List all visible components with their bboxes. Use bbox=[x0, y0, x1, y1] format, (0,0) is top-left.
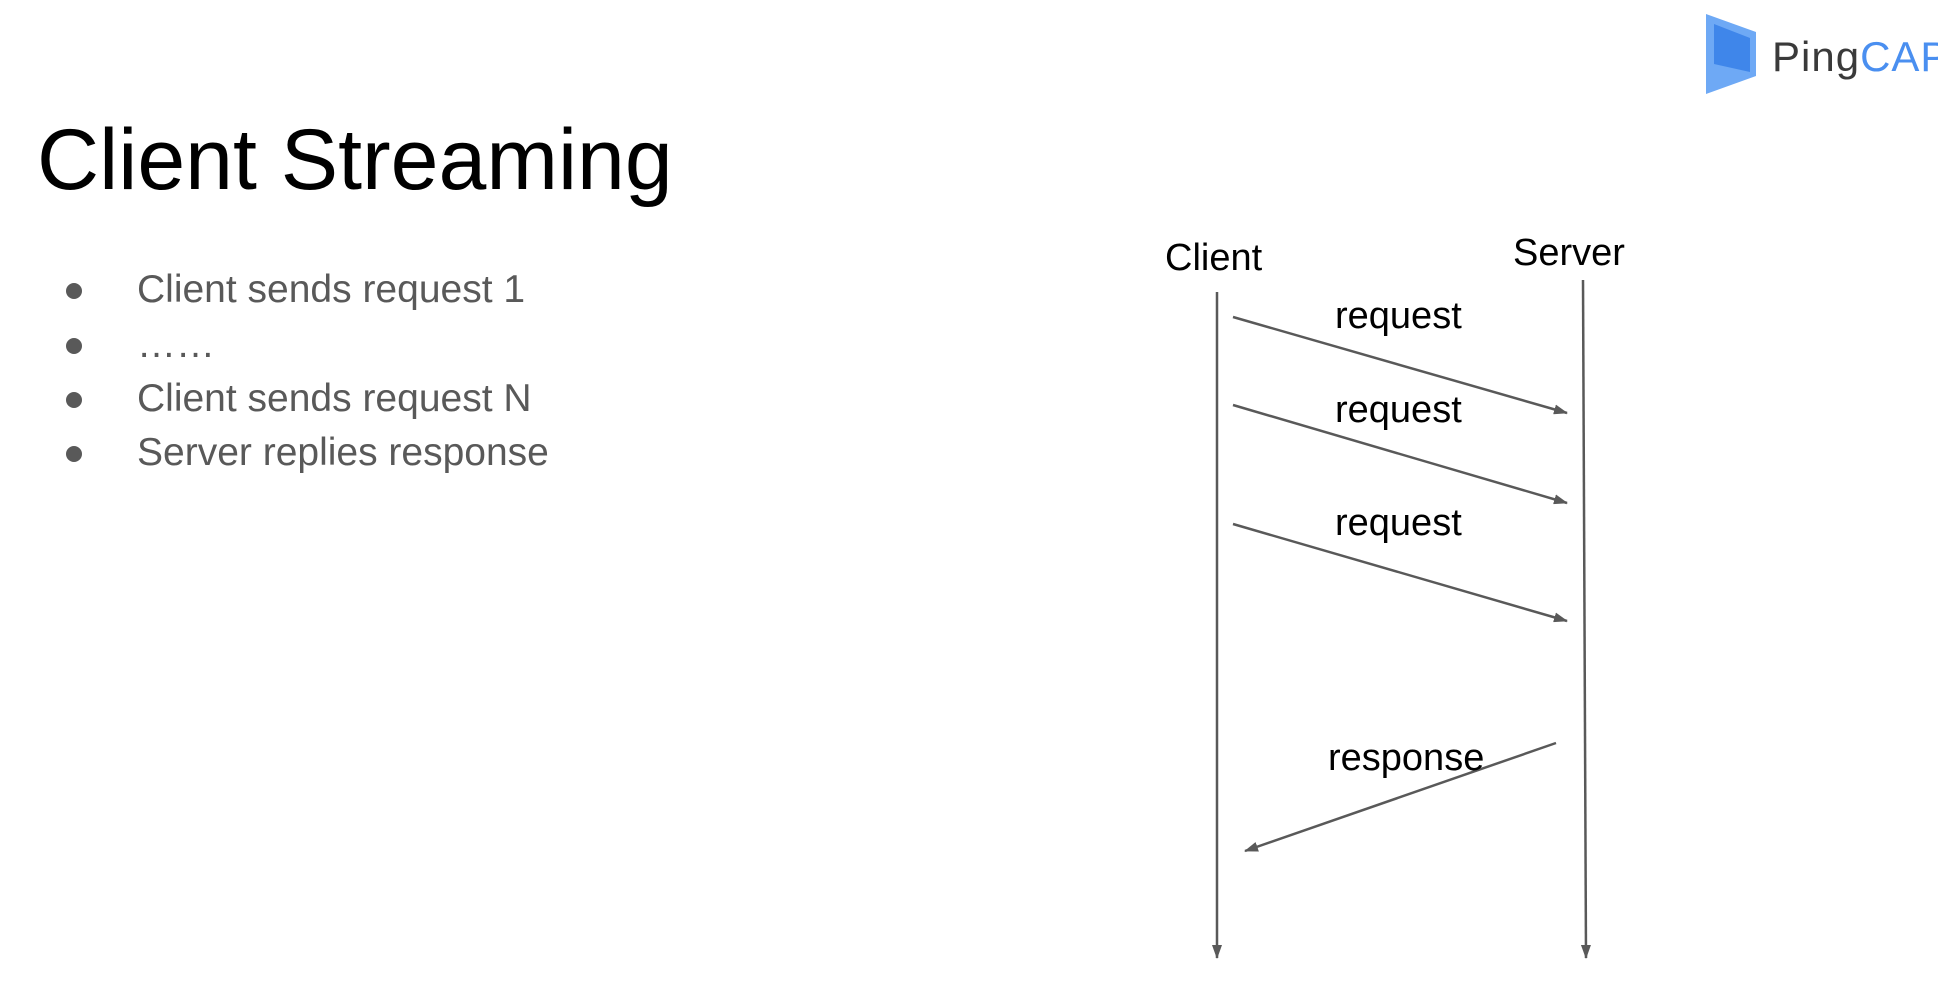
slide-title: Client Streaming bbox=[37, 112, 673, 208]
logo-text: PingCAP bbox=[1772, 32, 1938, 82]
request-arrow bbox=[1232, 403, 1568, 505]
logo-mark-icon bbox=[1706, 14, 1756, 94]
request-arrow bbox=[1232, 522, 1568, 623]
bullet-item: Server replies response bbox=[0, 428, 700, 478]
pingcap-logo: PingCAP bbox=[1700, 14, 1938, 96]
bullet-dot bbox=[66, 283, 82, 299]
bullet-item: Client sends request N bbox=[0, 374, 700, 424]
server-label: Server bbox=[1513, 232, 1625, 274]
bullet-text: …… bbox=[137, 323, 215, 366]
bullet-item: …… bbox=[0, 320, 700, 370]
bullet-text: Server replies response bbox=[137, 431, 549, 474]
message-label: request bbox=[1335, 502, 1462, 544]
logo-text-ping: Ping bbox=[1772, 33, 1861, 80]
bullet-text: Client sends request 1 bbox=[137, 268, 526, 311]
bullet-dot bbox=[66, 392, 82, 408]
logo-text-cap: CAP bbox=[1860, 33, 1938, 80]
bullet-dot bbox=[66, 338, 82, 354]
bullet-dot bbox=[66, 446, 82, 462]
response-arrow bbox=[1244, 741, 1557, 853]
message-label: response bbox=[1328, 737, 1484, 779]
bullet-text: Client sends request N bbox=[137, 377, 532, 420]
message-label: request bbox=[1335, 295, 1462, 337]
server-lifeline bbox=[1580, 279, 1591, 959]
bullet-item: Client sends request 1 bbox=[0, 265, 700, 315]
message-label: request bbox=[1335, 389, 1462, 431]
request-arrow bbox=[1232, 315, 1568, 415]
client-label: Client bbox=[1165, 237, 1263, 279]
